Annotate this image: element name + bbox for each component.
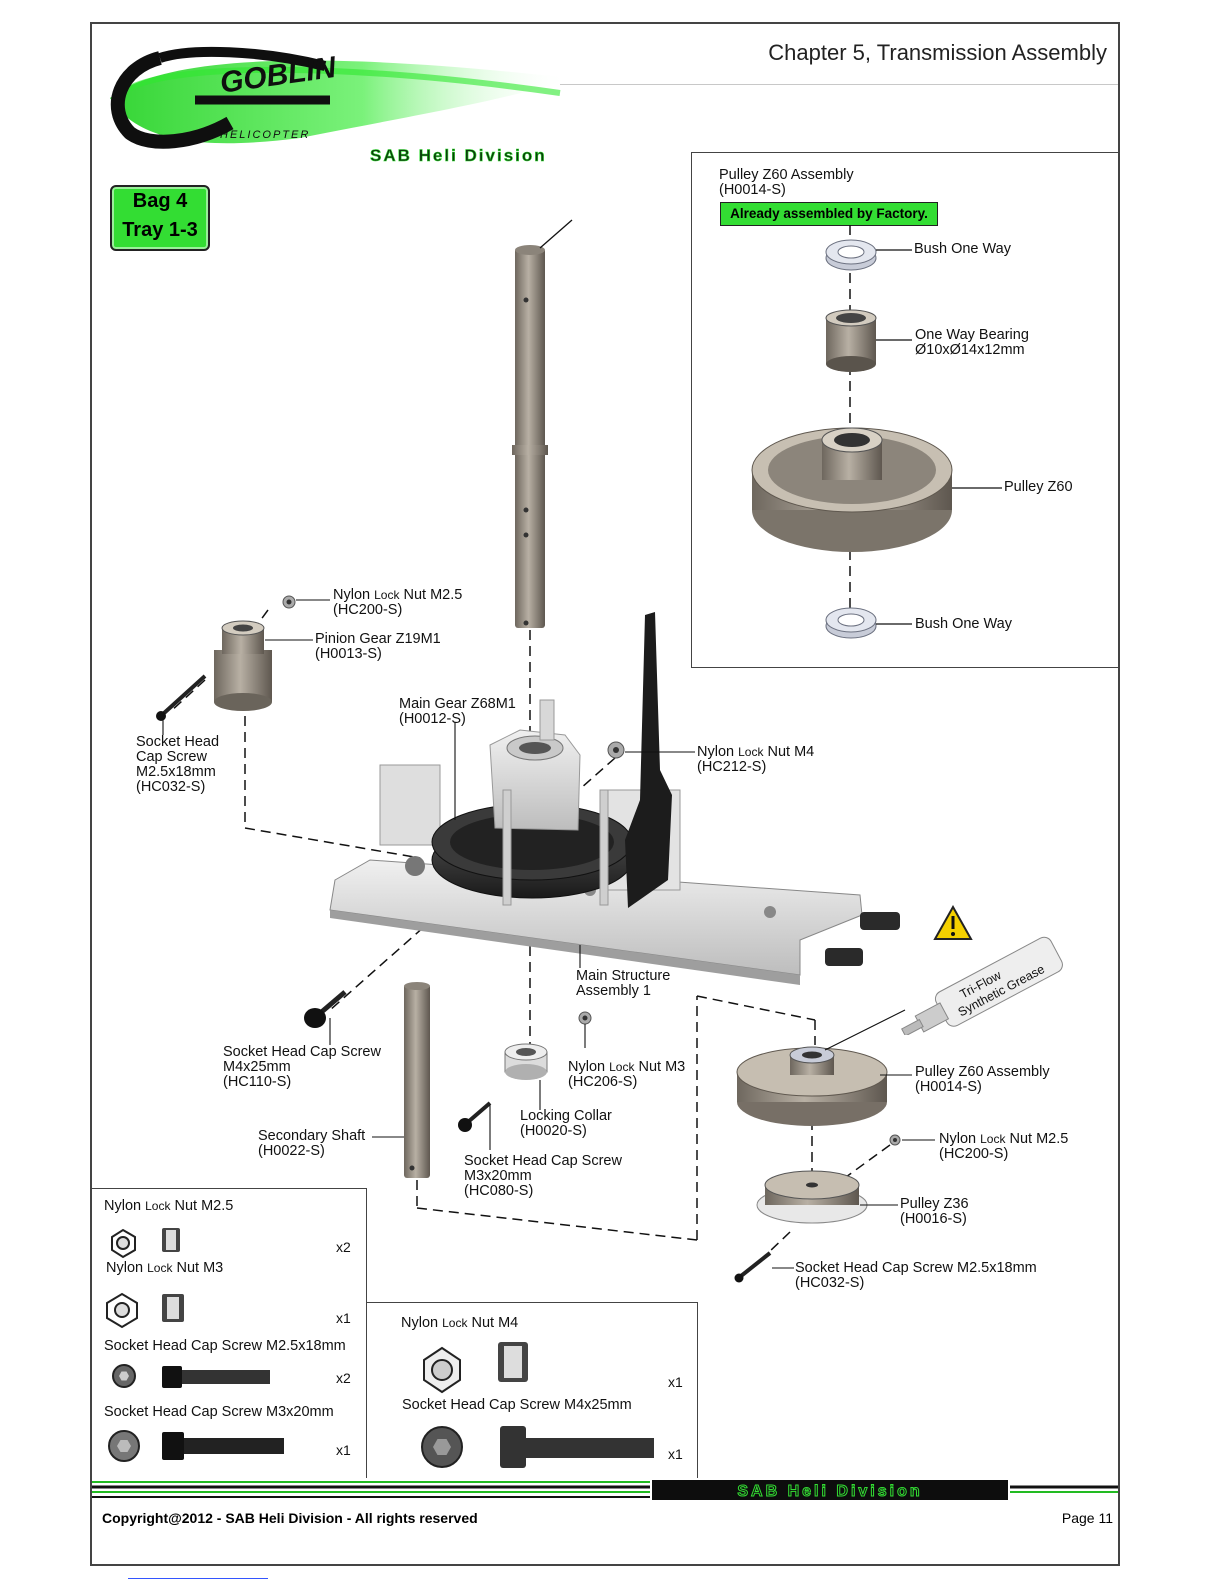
nut-m4-label: Nylon Lock Nut M4 (HC212-S) [697, 744, 815, 775]
secondary-shaft-label: Secondary Shaft(H0022-S) [258, 1128, 366, 1159]
bush-top-label: Bush One Way [914, 241, 1011, 257]
screw-m25-drawing [156, 674, 207, 721]
pulley-asm-drawing [736, 1046, 888, 1126]
parts-nut-m25-name: Nylon Lock Nut M2.5 [104, 1198, 234, 1214]
parts-screw-m3-name: Socket Head Cap Screw M3x20mm [104, 1404, 334, 1420]
footer-strip: SAB Heli Division [92, 1479, 1118, 1501]
inset-bush-top [825, 239, 877, 271]
nut-m3-label: Nylon Lock Nut M3 (HC206-S) [568, 1059, 686, 1090]
page-number: Page 11 [1061, 1510, 1113, 1526]
parts-screw-m25-qty: x2 [336, 1370, 351, 1386]
nut-m25b-label: Nylon Lock Nut M2.5 (HC200-S) [939, 1131, 1069, 1162]
parts-screw-m25-name: Socket Head Cap Screw M2.5x18mm [104, 1338, 346, 1354]
parts-box-right [366, 1302, 698, 1478]
parts-nut-m4-name: Nylon Lock Nut M4 [401, 1315, 519, 1331]
pulley-asm-label: Pulley Z60 Assembly(H0014-S) [915, 1064, 1050, 1095]
inset-title: Pulley Z60 Assembly(H0014-S) [719, 167, 854, 198]
nut-m25-label: Nylon Lock Nut M2.5 (HC200-S) [333, 587, 463, 618]
pulley-z60-label: Pulley Z60 [1004, 479, 1073, 495]
bag-label: Bag 4 [132, 190, 188, 212]
main-structure [329, 764, 900, 985]
logo-sub: HELICOPTER [220, 129, 310, 141]
tray-label: Tray 1-3 [122, 219, 198, 241]
chapter-title: Chapter 5, Transmission Assembly [768, 40, 1107, 65]
carbon-plate [625, 612, 672, 908]
pinion-gear [214, 620, 272, 711]
goblin-logo: GOBLIN HELICOPTER SAB Heli Division [110, 46, 570, 165]
bag-badge: Bag 4 Tray 1-3 [110, 185, 210, 251]
pulley-z36-drawing [756, 1170, 868, 1224]
screw-m4-drawing [304, 990, 347, 1028]
parts-nut-m3-qty: x1 [336, 1310, 351, 1326]
nut-m25-drawing [282, 595, 296, 609]
parts-screw-m4-qty: x1 [668, 1446, 683, 1462]
nut-m4-drawing [607, 741, 625, 759]
pinion-label: Pinion Gear Z19M1(H0013-S) [315, 631, 441, 662]
inset-one-way-bearing [825, 309, 877, 372]
inset-pulley-z60 [751, 427, 1002, 552]
inset-leader-lines [876, 249, 912, 625]
screw-m3-drawing [458, 1101, 492, 1132]
inset-box [691, 152, 1120, 668]
warning-icon [933, 905, 973, 940]
title-rule [560, 84, 1118, 85]
parts-screw-m4-name: Socket Head Cap Screw M4x25mm [402, 1397, 632, 1413]
main-shaft [512, 219, 573, 628]
factory-note: Already assembled by Factory. [720, 202, 938, 226]
screw-m25b-label: Socket Head Cap Screw M2.5x18mm(HC032-S) [795, 1260, 1037, 1291]
nut-m25b-drawing [889, 1134, 901, 1146]
parts-nut-m25-qty: x2 [336, 1239, 351, 1255]
grease-tube: Tri-Flow Synthetic Grease [901, 936, 1063, 1035]
parts-nut-m4-qty: x1 [668, 1374, 683, 1390]
footer-division: SAB Heli Division [737, 1483, 922, 1500]
collar-drawing [504, 1043, 548, 1080]
secondary-shaft-drawing [404, 982, 430, 1178]
copyright: Copyright@2012 - SAB Heli Division - All… [102, 1510, 478, 1526]
nut-m3-drawing [578, 1011, 592, 1025]
parts-nut-m3-name: Nylon Lock Nut M3 [106, 1260, 224, 1276]
collar-label: Locking Collar(H0020-S) [520, 1108, 612, 1139]
inset-bush-bottom [825, 607, 877, 639]
bottom-link-line [128, 1578, 268, 1579]
parts-list-drawings [106, 1228, 654, 1468]
bush-bottom-label: Bush One Way [915, 616, 1012, 632]
bearing-block [489, 699, 609, 906]
parts-box-left [92, 1188, 367, 1478]
pulley-z36-label: Pulley Z36(H0016-S) [900, 1196, 969, 1227]
page-frame [90, 22, 1120, 1566]
parts-screw-m3-qty: x1 [336, 1442, 351, 1458]
screw-m25b-drawing [734, 1251, 772, 1283]
logo-division: SAB Heli Division [370, 146, 547, 165]
main-gear-label: Main Gear Z68M1(H0012-S) [399, 696, 516, 727]
leader-lines [162, 599, 935, 1269]
